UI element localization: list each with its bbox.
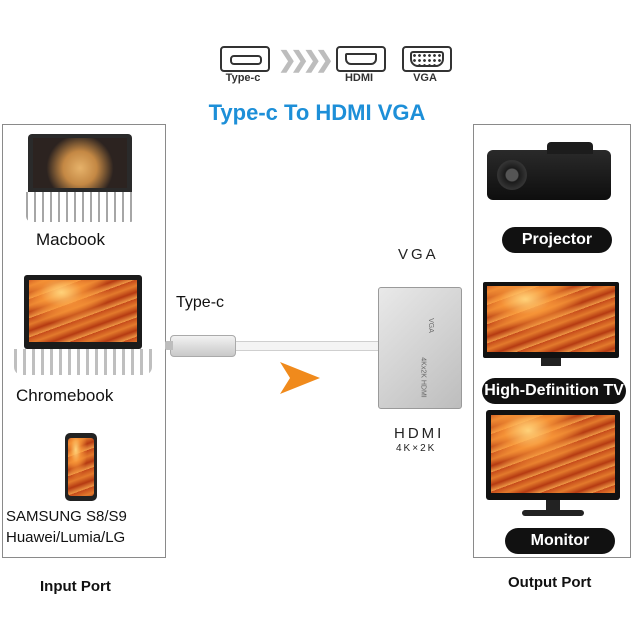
tv-label: High-Definition TV xyxy=(482,378,626,404)
typec-port-icon xyxy=(220,46,270,72)
tv-image xyxy=(483,282,619,368)
chevron-arrows-icon: ❯❯❯❯ xyxy=(278,47,334,72)
projector-image xyxy=(487,140,615,204)
cable xyxy=(232,341,380,351)
phone-label-line1: SAMSUNG S8/S9 xyxy=(6,508,127,525)
typec-port-label: Type-c xyxy=(225,72,261,84)
chromebook-label: Chromebook xyxy=(16,386,114,405)
adapter-image: VGA 4Kx2K HDMI xyxy=(378,287,462,409)
direction-arrow-icon xyxy=(280,362,320,394)
projector-label: Projector xyxy=(502,227,612,253)
monitor-label: Monitor xyxy=(505,528,615,554)
hdmi-port-label: HDMI xyxy=(344,72,374,84)
adapter-hdmi-text: 4Kx2K HDMI xyxy=(419,357,427,398)
phone-label-line2: Huawei/Lumia/LG xyxy=(6,529,126,546)
macbook-image xyxy=(26,134,136,224)
hdmi-output-label: HDMI xyxy=(394,425,445,442)
hdmi-port-icon xyxy=(336,46,386,72)
vga-port-icon xyxy=(402,46,452,72)
phone-image xyxy=(65,433,97,501)
vga-port-label: VGA xyxy=(413,72,437,84)
typec-cable-label: Type-c xyxy=(176,294,225,311)
output-port-caption: Output Port xyxy=(508,574,592,591)
typec-plug xyxy=(165,335,236,357)
hdmi-resolution-label: 4K×2K xyxy=(396,443,437,454)
chromebook-image xyxy=(14,275,152,377)
monitor-image xyxy=(486,410,620,518)
vga-output-label: VGA xyxy=(398,246,439,263)
page-title: Type-c To HDMI VGA xyxy=(208,100,426,125)
macbook-label: Macbook xyxy=(36,230,105,249)
adapter-vga-text: VGA xyxy=(426,318,434,333)
input-port-caption: Input Port xyxy=(40,578,111,595)
